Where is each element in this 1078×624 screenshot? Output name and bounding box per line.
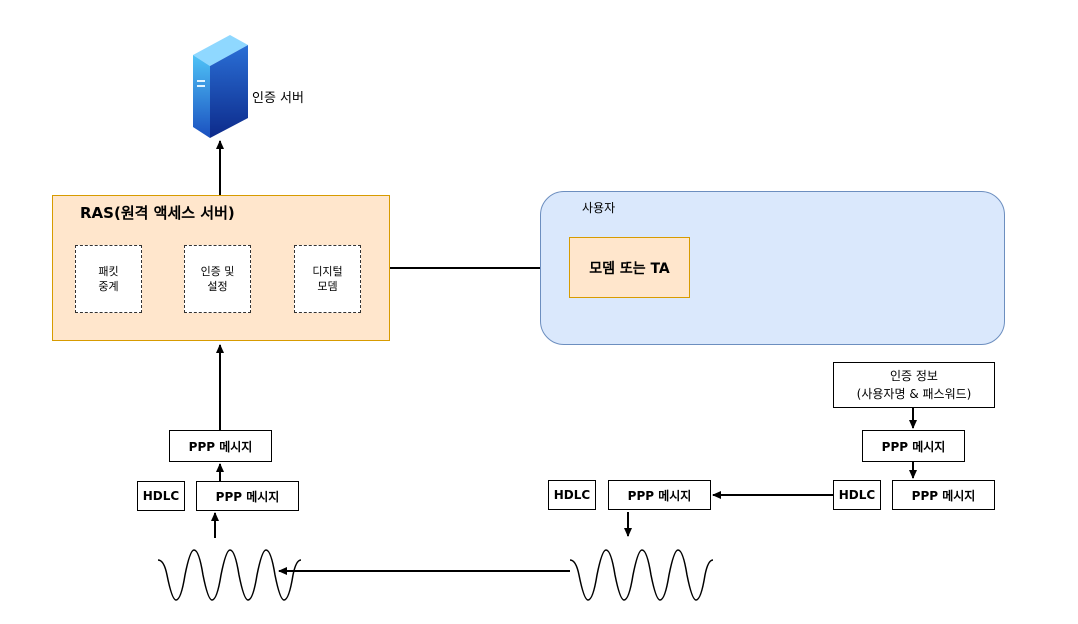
modem-or-ta-box: 모뎀 또는 TA — [569, 237, 690, 298]
auth-info-box: 인증 정보 (사용자명 & 패스워드) — [833, 362, 995, 408]
server-icon — [193, 35, 248, 138]
left-ppp-message-top: PPP 메시지 — [169, 430, 272, 462]
right-ppp-message-top: PPP 메시지 — [862, 430, 965, 462]
auth-server-label: 인증 서버 — [252, 91, 304, 106]
signal-wave-right — [569, 549, 714, 601]
module-auth-config: 인증 및 설정 — [184, 245, 251, 313]
left-hdlc-box: HDLC — [137, 481, 185, 511]
right-ppp-message-bottom: PPP 메시지 — [892, 480, 995, 510]
middle-hdlc-box: HDLC — [548, 480, 596, 510]
module-digital-modem: 디지털 모뎀 — [294, 245, 361, 313]
module-packet-relay: 패킷 중계 — [75, 245, 142, 313]
middle-ppp-message: PPP 메시지 — [608, 480, 711, 510]
left-ppp-message-bottom: PPP 메시지 — [196, 481, 299, 511]
user-title: 사용자 — [582, 201, 616, 215]
right-hdlc-box: HDLC — [833, 480, 881, 510]
signal-wave-left — [157, 549, 302, 601]
ras-title: RAS(원격 액세스 서버) — [80, 204, 235, 222]
